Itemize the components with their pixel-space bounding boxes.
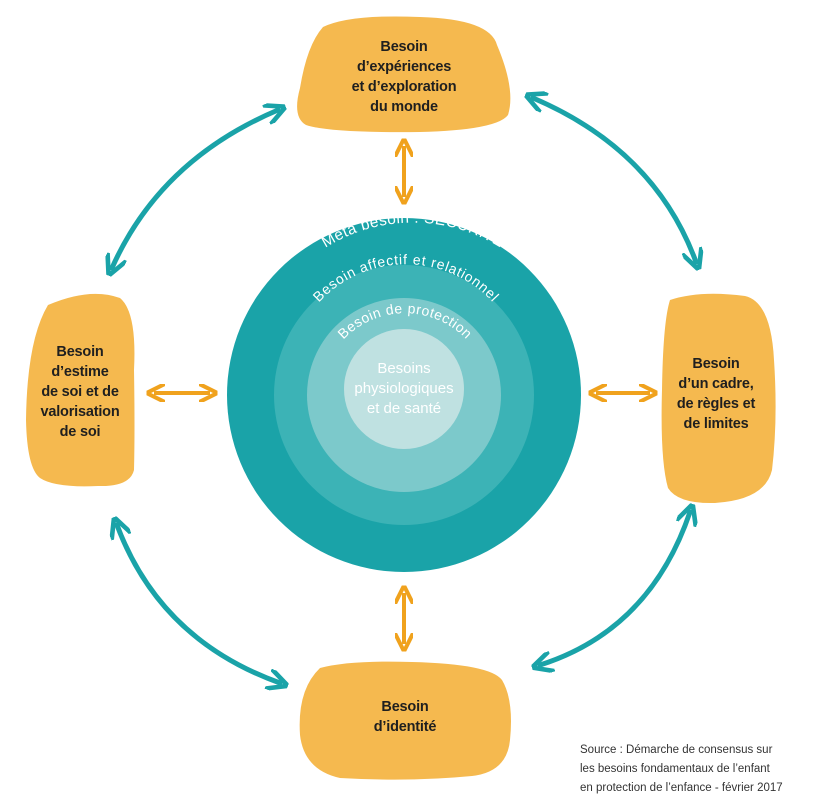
blob-right [661, 293, 776, 504]
arrow-left-bottom [117, 525, 280, 683]
need-bottom-label: Besoin d’identité [373, 699, 437, 735]
ring-core [344, 329, 464, 449]
arrow-right-bottom [540, 512, 690, 665]
need-right-label: Besoin d’un cadre, de règles et de limit… [676, 356, 756, 432]
arrow-top-right [533, 98, 696, 262]
core-label: Besoins physiologiques et de santé [354, 360, 454, 417]
source-note: Source : Démarche de consensus sur les b… [580, 744, 783, 794]
arrow-top-left [112, 110, 278, 268]
blob-bottom [299, 661, 511, 780]
need-left-label: Besoin d’estime de soi et de valorisatio… [40, 344, 120, 440]
need-top-label: Besoin d’expériences et d’exploration du… [351, 39, 457, 115]
blob-left [26, 293, 135, 487]
blob-top [297, 16, 511, 133]
